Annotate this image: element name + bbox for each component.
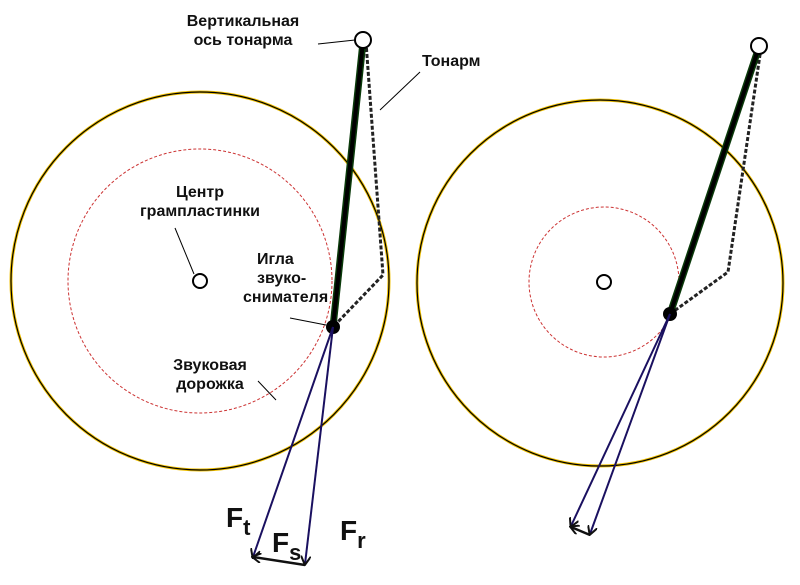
label-main: F [272,527,290,558]
label-line: Звуковая [173,357,247,374]
pivot [354,31,372,49]
center-label: Центр грампластинки [130,183,270,221]
label-line: Вертикальная [186,13,300,30]
label-line: Игла [257,251,294,268]
record-center [596,274,612,290]
label-line: дорожка [176,376,244,393]
force-ft-label: Ft [226,502,250,541]
record-center [192,273,208,289]
force-fr-arrow [590,313,671,534]
groove-label: Звуковая дорожка [160,356,260,394]
right-record [415,37,785,537]
force-fr-label: Fr [340,515,366,554]
label-main: F [226,502,244,533]
left-record [9,31,421,567]
force-fs-label: Fs [272,527,301,566]
force-ft-arrow [253,326,334,557]
pivot [750,37,768,55]
label-sub: r [357,528,366,553]
label-line: Центр [175,184,225,201]
tonearm-chain [669,47,763,316]
force-fs-arrow [571,527,591,537]
force-fs-arrow [253,557,306,567]
force-ft-arrow [571,313,671,526]
tonearm-label: Тонарм [422,53,481,70]
sound-groove [67,148,333,414]
pivot-label: Вертикальная ось тонарма [168,12,318,50]
label-sub: t [243,515,251,540]
force-fr-arrow [305,326,334,564]
label-sub: s [289,540,302,565]
label-line: снимателя [243,289,329,306]
label-line: грампластинки [140,203,260,220]
label-main: F [340,515,358,546]
needle-label: Игла звуко- снимателя [243,250,328,307]
label-line: звуко- [257,270,307,287]
label-line: ось тонарма [193,32,293,49]
